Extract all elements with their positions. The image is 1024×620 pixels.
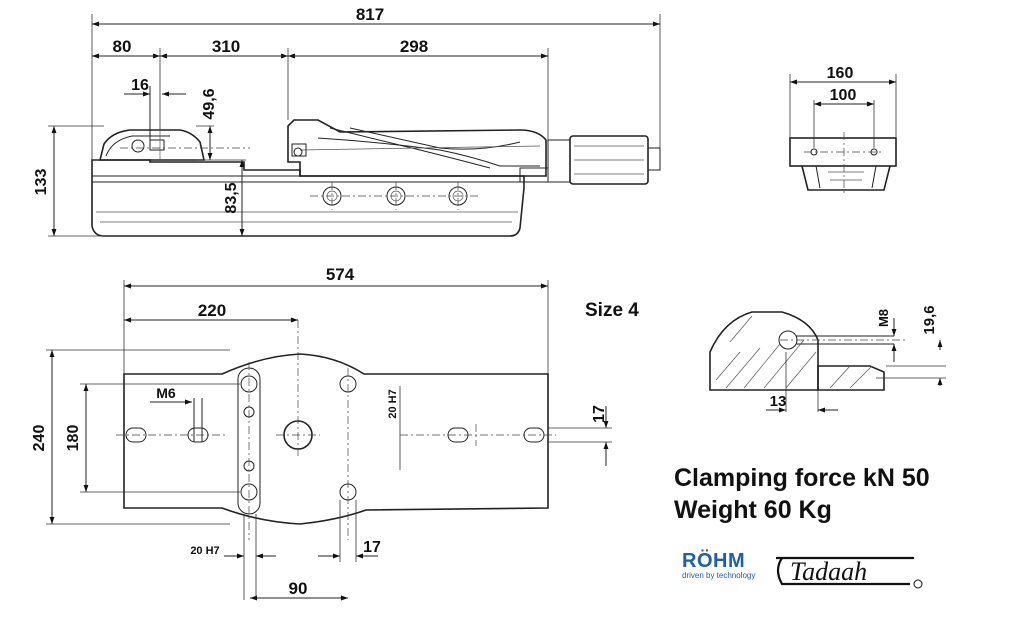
dim-17-bottom: 17: [363, 539, 381, 556]
weight: Weight 60 Kg: [674, 496, 832, 524]
top-view: 574 220 240 180 M6 20 H7 17 20 H7 17 90: [31, 265, 612, 601]
clamping-force: Clamping force kN 50: [674, 464, 930, 492]
dim-80: 80: [113, 37, 132, 56]
dim-100: 100: [830, 87, 857, 104]
dim-310: 310: [212, 37, 240, 56]
dim-298: 298: [400, 37, 428, 56]
dim-133: 133: [33, 169, 50, 196]
dim-17-right: 17: [591, 405, 608, 423]
tadaah-wordmark: Tadaah: [790, 557, 867, 586]
end-view: 160 100: [789, 65, 897, 196]
dim-13: 13: [770, 393, 787, 410]
dim-574: 574: [326, 265, 355, 284]
label-m8: M8: [876, 309, 891, 327]
rohm-tagline: driven by technology: [682, 571, 756, 580]
dim-90: 90: [289, 579, 308, 598]
dim-220: 220: [198, 301, 226, 320]
dim-160: 160: [827, 65, 854, 82]
dim-83-5: 83,5: [223, 182, 240, 213]
dim-49-6: 49,6: [201, 88, 218, 119]
dim-16: 16: [131, 77, 149, 94]
dim-240: 240: [31, 425, 48, 452]
label-20h7-bottom: 20 H7: [190, 545, 219, 557]
tadaah-logo: Tadaah: [776, 556, 923, 589]
rohm-logo: RÖHM driven by technology: [682, 551, 762, 587]
dim-19-6: 19,6: [921, 305, 938, 334]
dim-180: 180: [65, 425, 82, 452]
label-m6: M6: [156, 385, 176, 401]
label-20h7-vertical: 20 H7: [387, 389, 399, 418]
detail-view: M8 19,6 13: [709, 305, 946, 413]
rohm-wordmark: RÖHM: [682, 550, 746, 572]
side-view: 817 80 310 298 16 49,6 133 83,5: [33, 5, 661, 237]
size-label: Size 4: [585, 300, 639, 321]
dim-817: 817: [356, 5, 384, 24]
